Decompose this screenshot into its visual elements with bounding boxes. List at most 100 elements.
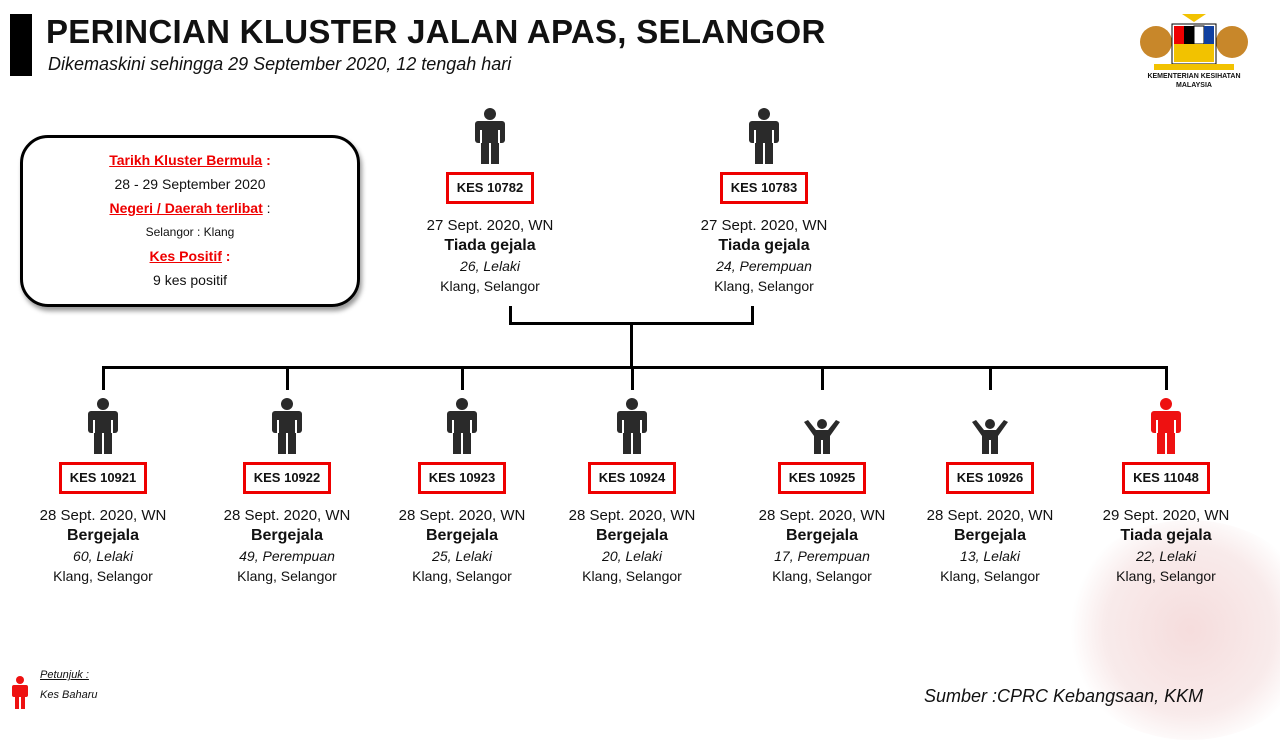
case-location: Klang, Selangor (412, 568, 512, 584)
case-node: KES 10926 28 Sept. 2020, WN Bergejala 13… (910, 394, 1070, 586)
case-date: 28 Sept. 2020, WN (398, 507, 526, 524)
case-status: Tiada gejala (444, 237, 536, 254)
case-node: KES 10925 28 Sept. 2020, WN Bergejala 17… (742, 394, 902, 586)
case-node: KES 10783 27 Sept. 2020, WN Tiada gejala… (684, 104, 844, 296)
case-date: 28 Sept. 2020, WN (223, 507, 351, 524)
case-id-badge: KES 10923 (417, 462, 507, 494)
page-title: PERINCIAN KLUSTER JALAN APAS, SELANGOR (46, 13, 826, 50)
person-icon-wrap (552, 394, 712, 454)
colon: : (266, 200, 271, 216)
adult-person-icon (749, 108, 779, 164)
case-id-badge: KES 10782 (445, 172, 535, 204)
connector (1165, 366, 1168, 390)
cluster-info-box: Tarikh Kluster Bermula : 28 - 29 Septemb… (20, 135, 360, 307)
connector (461, 366, 464, 390)
case-age-gender: 20, Lelaki (602, 548, 662, 564)
adult-person-icon (475, 108, 505, 164)
case-node: KES 10923 28 Sept. 2020, WN Bergejala 25… (382, 394, 542, 586)
case-status: Bergejala (595, 527, 669, 544)
person-icon-wrap (410, 104, 570, 164)
case-status: Bergejala (425, 527, 499, 544)
case-status: Bergejala (66, 527, 140, 544)
coat-of-arms-icon (1140, 14, 1248, 70)
case-id-badge: KES 10926 (945, 462, 1035, 494)
start-label: Tarikh Kluster Bermula (109, 152, 263, 168)
colon: : (266, 152, 271, 168)
case-node: KES 10922 28 Sept. 2020, WN Bergejala 49… (207, 394, 367, 586)
case-date: 28 Sept. 2020, WN (568, 507, 696, 524)
new-case-person-icon (12, 676, 28, 709)
case-age-gender: 60, Lelaki (73, 548, 133, 564)
logo-text: MALAYSIA (1176, 82, 1212, 89)
case-status: Bergejala (785, 527, 859, 544)
case-date: 28 Sept. 2020, WN (39, 507, 167, 524)
person-icon-wrap (23, 394, 183, 454)
kkm-logo: KEMENTERIAN KESIHATAN MALAYSIA (1124, 10, 1264, 90)
case-id-badge: KES 10925 (777, 462, 867, 494)
source-text: Sumber :CPRC Kebangsaan, KKM (924, 686, 1204, 706)
person-icon-wrap (910, 394, 1070, 454)
person-icon-wrap (742, 394, 902, 454)
case-location: Klang, Selangor (940, 568, 1040, 584)
logo-text: KEMENTERIAN KESIHATAN (1147, 73, 1241, 80)
case-location: Klang, Selangor (772, 568, 872, 584)
case-age-gender: 22, Lelaki (1136, 548, 1196, 564)
case-age-gender: 49, Perempuan (239, 548, 335, 564)
child-person-icon (972, 419, 1008, 454)
adult-person-icon (617, 398, 647, 454)
case-id-badge: KES 11048 (1122, 462, 1210, 494)
connector (751, 306, 754, 324)
case-age-gender: 17, Perempuan (774, 548, 870, 564)
virus-watermark (1060, 520, 1280, 740)
case-age-gender: 24, Perempuan (716, 258, 812, 274)
connector (286, 366, 289, 390)
connector (102, 366, 105, 390)
case-location: Klang, Selangor (53, 568, 153, 584)
page-subtitle: Dikemaskini sehingga 29 September 2020, … (48, 54, 512, 74)
case-id-badge: KES 10924 (587, 462, 677, 494)
case-status: Tiada gejala (718, 237, 810, 254)
case-location: Klang, Selangor (237, 568, 337, 584)
title-bar (10, 14, 32, 76)
positive-value: 9 kes positif (153, 272, 227, 288)
child-person-icon (804, 419, 840, 454)
case-date: 27 Sept. 2020, WN (426, 217, 554, 234)
connector (989, 366, 992, 390)
case-age-gender: 13, Lelaki (960, 548, 1020, 564)
connector (821, 366, 824, 390)
connector (630, 322, 633, 368)
case-age-gender: 26, Lelaki (460, 258, 520, 274)
person-icon-wrap (684, 104, 844, 164)
person-icon-wrap (207, 394, 367, 454)
connector (509, 306, 512, 324)
area-value: Selangor : Klang (145, 225, 235, 239)
case-location: Klang, Selangor (582, 568, 682, 584)
adult-person-icon (447, 398, 477, 454)
adult-person-icon (88, 398, 118, 454)
case-status: Tiada gejala (1120, 527, 1212, 544)
adult-person-icon (1151, 398, 1181, 454)
connector (631, 366, 634, 390)
case-date: 28 Sept. 2020, WN (758, 507, 886, 524)
adult-person-icon (272, 398, 302, 454)
case-location: Klang, Selangor (714, 278, 814, 294)
case-date: 28 Sept. 2020, WN (926, 507, 1054, 524)
legend-title: Petunjuk : (40, 669, 89, 681)
person-icon-wrap (382, 394, 542, 454)
connector (102, 366, 1167, 369)
case-node: KES 10921 28 Sept. 2020, WN Bergejala 60… (23, 394, 183, 586)
case-location: Klang, Selangor (1116, 568, 1216, 584)
case-node: KES 10782 27 Sept. 2020, WN Tiada gejala… (410, 104, 570, 296)
colon: : (225, 248, 231, 264)
start-value: 28 - 29 September 2020 (114, 176, 266, 192)
case-status: Bergejala (953, 527, 1027, 544)
case-id-badge: KES 10922 (242, 462, 332, 494)
case-date: 27 Sept. 2020, WN (700, 217, 828, 234)
legend-new-case: Kes Baharu (40, 689, 98, 701)
case-age-gender: 25, Lelaki (432, 548, 492, 564)
case-id-badge: KES 10783 (719, 172, 809, 204)
area-label: Negeri / Daerah terlibat (109, 200, 263, 216)
case-status: Bergejala (250, 527, 324, 544)
case-node: KES 11048 29 Sept. 2020, WN Tiada gejala… (1086, 394, 1246, 586)
person-icon-wrap (1086, 394, 1246, 454)
